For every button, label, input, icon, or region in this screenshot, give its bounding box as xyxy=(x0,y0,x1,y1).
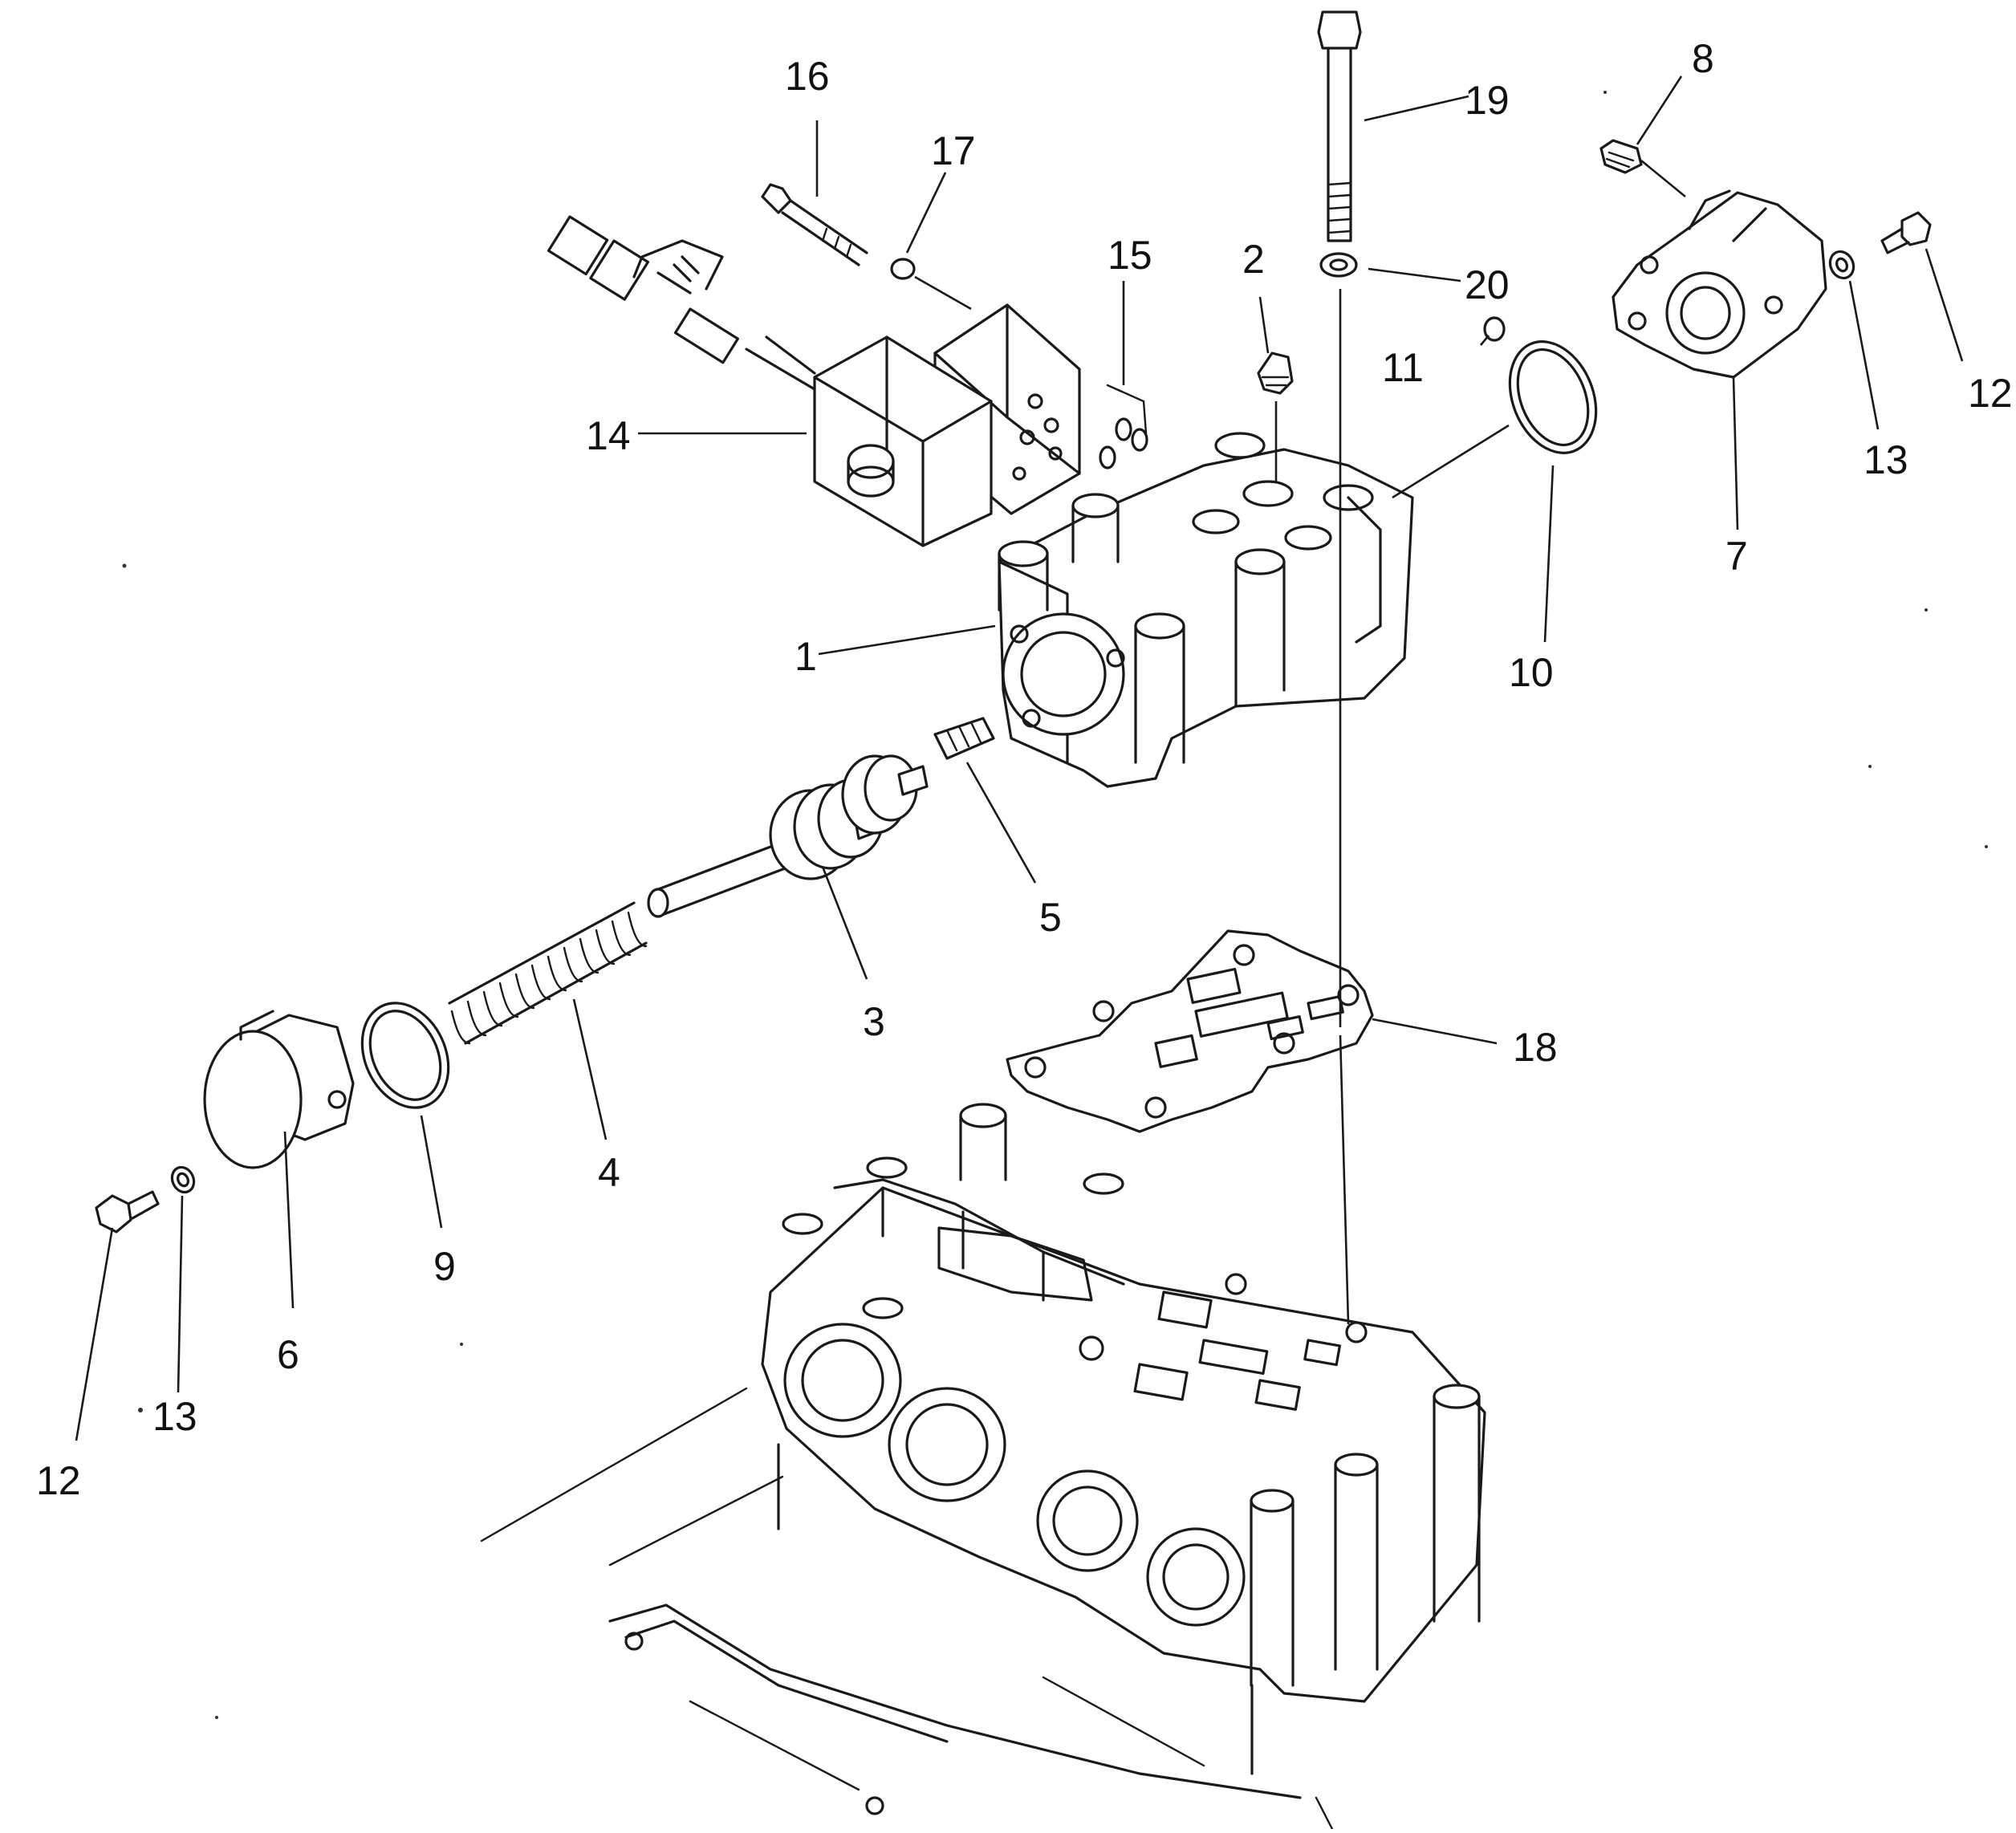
spring-5 xyxy=(933,717,995,760)
bolt-12-right xyxy=(1880,211,1932,254)
callout-20: 20 xyxy=(1465,262,1510,307)
callout-labels: 1 2 3 4 5 6 7 8 9 10 11 12 12 13 13 14 1… xyxy=(36,36,2013,1503)
callout-18: 18 xyxy=(1513,1025,1558,1070)
cover-6 xyxy=(203,1010,355,1169)
callout-12-left: 12 xyxy=(36,1458,81,1503)
callout-6: 6 xyxy=(277,1332,299,1377)
callout-11: 11 xyxy=(1382,345,1424,390)
washer-20 xyxy=(1319,252,1358,278)
callout-9: 9 xyxy=(433,1244,456,1289)
washer-13-right xyxy=(1828,250,1855,280)
callout-16: 16 xyxy=(785,54,830,99)
callout-12-right: 12 xyxy=(1968,371,2013,416)
o-ring-11 xyxy=(1483,316,1506,342)
o-ring-9 xyxy=(360,1002,450,1109)
bolt-16 xyxy=(761,183,868,266)
callout-5: 5 xyxy=(1039,895,1062,940)
callout-4: 4 xyxy=(598,1150,620,1195)
callout-19: 19 xyxy=(1465,78,1510,123)
spool-3 xyxy=(647,754,929,918)
callout-8: 8 xyxy=(1692,36,1714,81)
bolt-12-left xyxy=(95,1190,160,1234)
callout-3: 3 xyxy=(863,999,885,1044)
callout-14: 14 xyxy=(586,413,631,458)
plug-8 xyxy=(1599,139,1643,174)
plug-2 xyxy=(1257,352,1294,395)
o-rings-15 xyxy=(1099,384,1148,469)
callout-1: 1 xyxy=(795,634,817,679)
scan-specks xyxy=(122,91,1988,1719)
callout-2: 2 xyxy=(1242,237,1265,282)
callout-7: 7 xyxy=(1725,534,1748,579)
leader-lines xyxy=(75,75,1964,1441)
bolt-19 xyxy=(1317,10,1362,242)
solenoid-valve xyxy=(547,215,1081,547)
o-ring-10 xyxy=(1508,340,1598,454)
callout-10: 10 xyxy=(1509,650,1554,695)
lower-valve-body xyxy=(480,1103,1486,1831)
gasket xyxy=(1006,929,1374,1133)
callout-13-right: 13 xyxy=(1864,437,1908,482)
callout-15: 15 xyxy=(1108,233,1152,278)
valve-body-1 xyxy=(998,432,1414,788)
callout-13-left: 13 xyxy=(152,1394,197,1439)
cover-7 xyxy=(1612,189,1827,379)
washer-13-left xyxy=(170,1165,196,1194)
callout-17: 17 xyxy=(931,128,976,173)
spring-4 xyxy=(448,901,648,1045)
washer-17 xyxy=(890,258,916,280)
